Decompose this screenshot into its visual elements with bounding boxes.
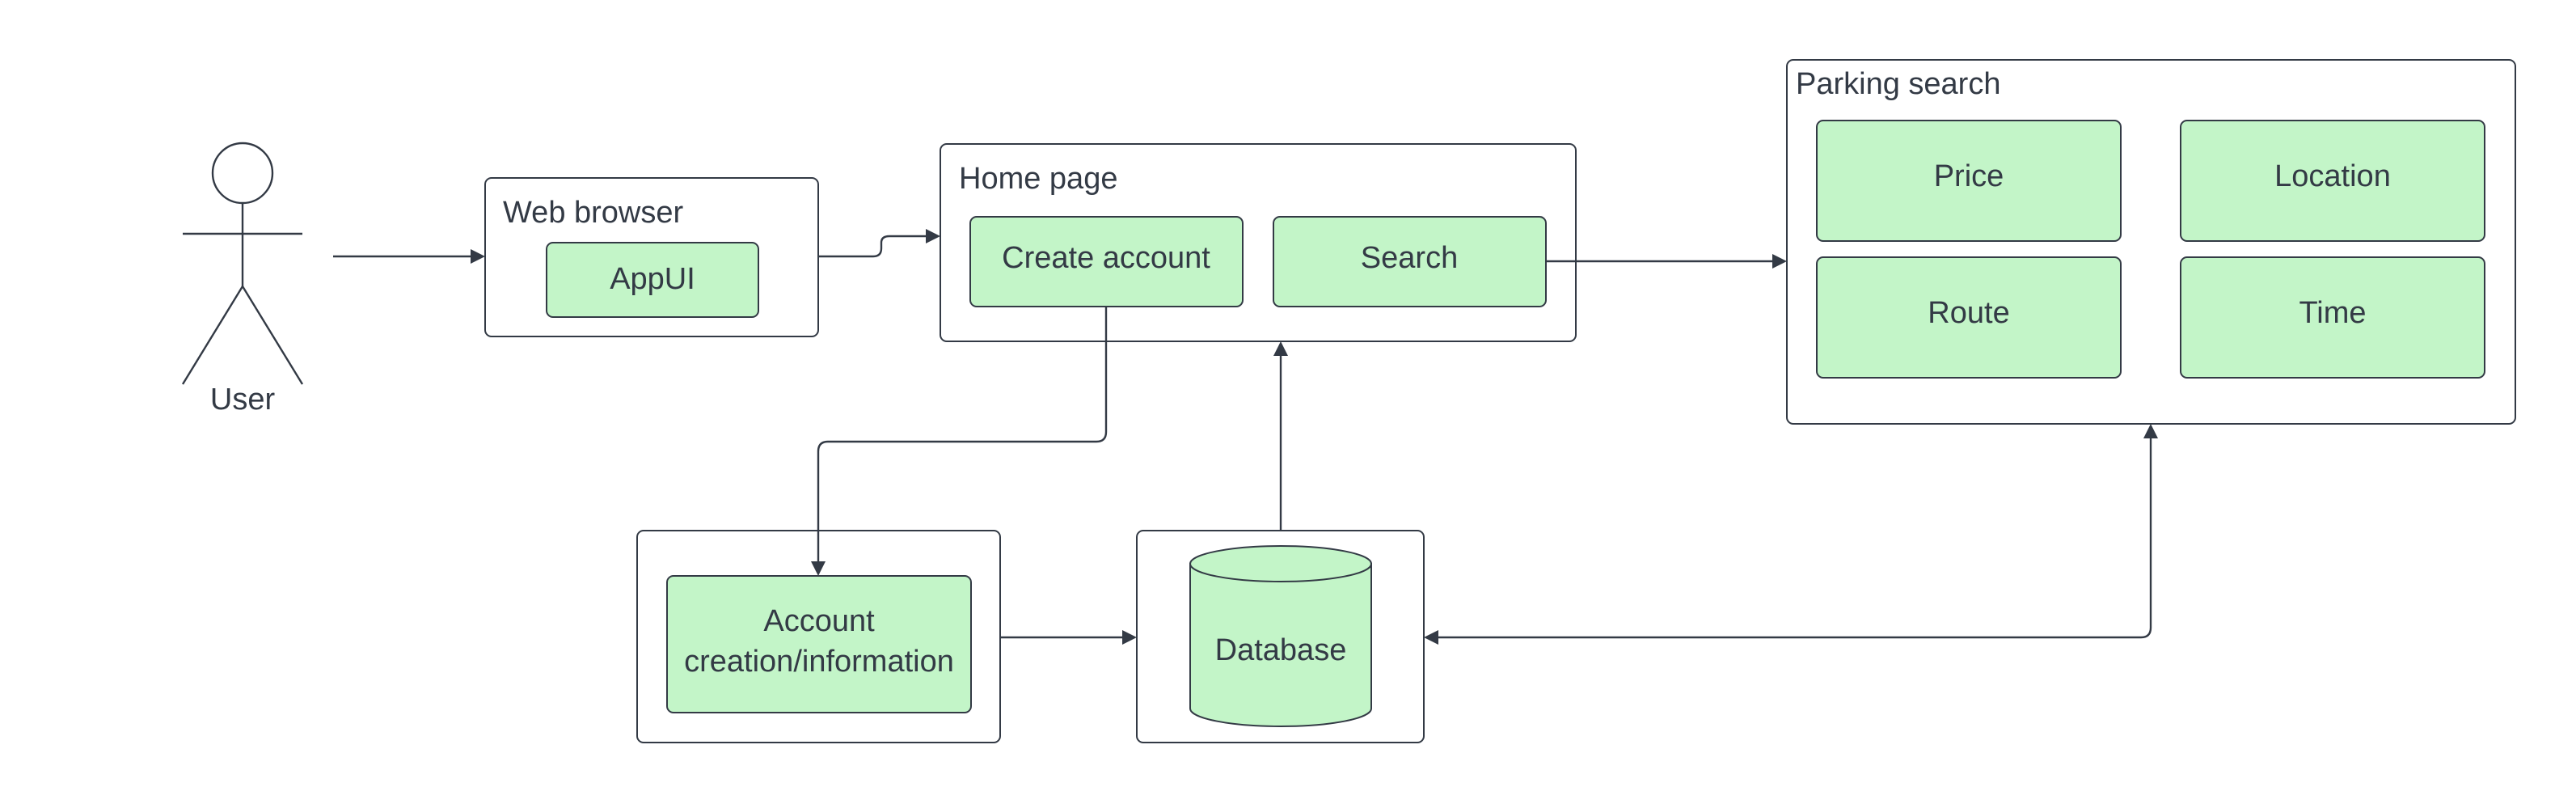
account-creation-node[interactable]: Account creation/information bbox=[666, 575, 972, 713]
database-label: Database bbox=[1215, 633, 1347, 667]
user-actor: User bbox=[181, 142, 304, 417]
time-node[interactable]: Time bbox=[2180, 256, 2485, 379]
actor-right-leg bbox=[241, 286, 304, 385]
price-label: Price bbox=[1934, 159, 2004, 193]
route-node[interactable]: Route bbox=[1816, 256, 2122, 379]
web-browser-title: Web browser bbox=[503, 196, 684, 230]
parking-search-title: Parking search bbox=[1796, 67, 2000, 101]
create-account-node[interactable]: Create account bbox=[969, 216, 1244, 307]
database-container[interactable]: Database bbox=[1136, 530, 1425, 743]
arrowhead-account-to-database bbox=[1122, 630, 1137, 645]
search-label: Search bbox=[1361, 241, 1458, 275]
database-cylinder-body bbox=[1189, 563, 1372, 727]
database-cylinder-top bbox=[1189, 545, 1372, 582]
actor-head bbox=[211, 142, 274, 205]
price-node[interactable]: Price bbox=[1816, 120, 2122, 242]
edge-browser-to-home bbox=[818, 235, 927, 258]
arrowhead-to-parking bbox=[2143, 424, 2158, 438]
parking-search-container[interactable]: Parking search Price Location Route Time bbox=[1786, 59, 2516, 425]
account-creation-line1: Account bbox=[763, 604, 875, 638]
time-box bbox=[2180, 256, 2485, 379]
database-node[interactable]: Database bbox=[1189, 545, 1372, 727]
create-account-label: Create account bbox=[1002, 241, 1210, 275]
price-box bbox=[1816, 120, 2122, 242]
account-creation-line2: creation/information bbox=[684, 645, 954, 679]
time-label: Time bbox=[2299, 296, 2366, 330]
appui-label: AppUI bbox=[610, 262, 695, 296]
arrowhead-browser-to-home bbox=[926, 229, 940, 243]
web-browser-container[interactable]: Web browser AppUI bbox=[484, 177, 819, 337]
connectors bbox=[333, 229, 2158, 645]
user-label: User bbox=[210, 383, 276, 417]
route-box bbox=[1816, 256, 2122, 379]
location-node[interactable]: Location bbox=[2180, 120, 2485, 242]
appui-box bbox=[546, 242, 759, 318]
account-container[interactable]: Account creation/information bbox=[636, 530, 1001, 743]
location-label: Location bbox=[2274, 159, 2391, 193]
edge-parking-database bbox=[1438, 438, 2152, 639]
home-page-container[interactable]: Home page Create account Search bbox=[940, 143, 1577, 342]
route-label: Route bbox=[1928, 296, 2009, 330]
actor-left-leg bbox=[181, 286, 244, 385]
account-creation-box bbox=[666, 575, 972, 713]
arrowhead-user-to-browser bbox=[471, 249, 485, 264]
edge-create-to-account bbox=[817, 307, 1108, 561]
arrowhead-search-to-parking bbox=[1772, 254, 1787, 269]
search-node[interactable]: Search bbox=[1273, 216, 1547, 307]
location-box bbox=[2180, 120, 2485, 242]
appui-node[interactable]: AppUI bbox=[546, 242, 759, 318]
arrowhead-to-database bbox=[1424, 630, 1438, 645]
home-page-title: Home page bbox=[959, 162, 1117, 196]
arrowhead-database-to-home bbox=[1273, 341, 1288, 356]
arrowhead-create-to-account bbox=[811, 561, 826, 576]
